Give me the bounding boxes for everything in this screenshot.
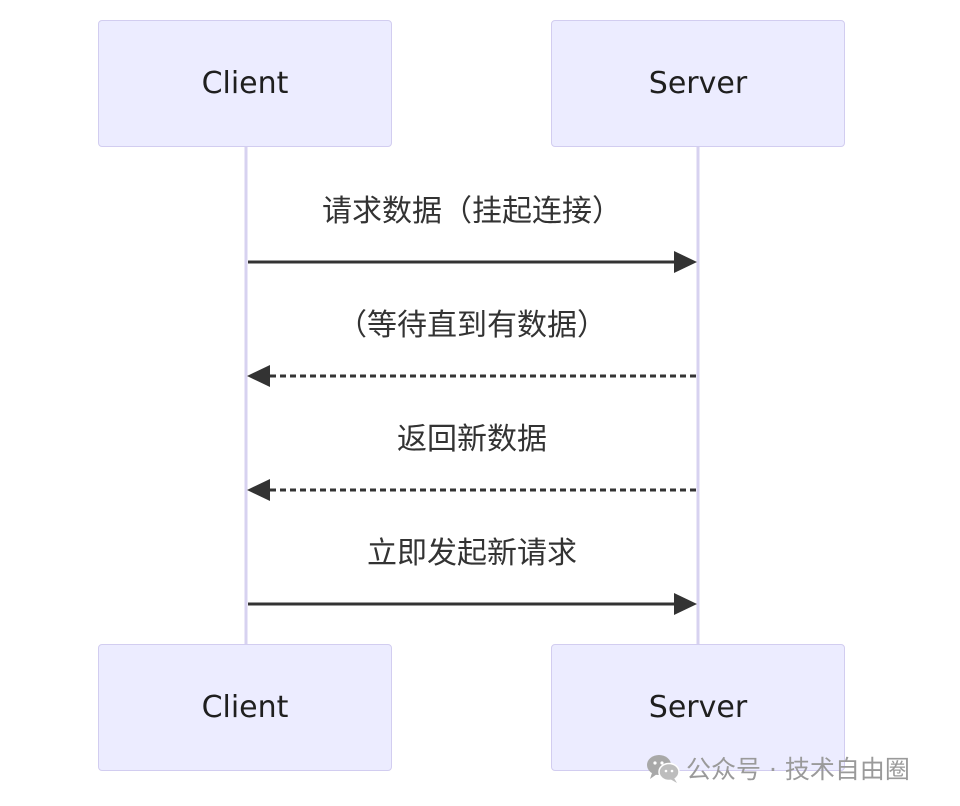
client-actor-top: Client [98,20,392,147]
new-request-label: 立即发起新请求 [367,536,577,571]
server-actor-bottom: Server [551,644,845,771]
wechat-icon [646,751,680,785]
new-request-arrowhead [674,593,697,615]
client-actor-bottom: Client [98,644,392,771]
wait-label: （等待直到有数据） [337,308,607,343]
response-arrowhead [247,479,270,501]
client-actor-top-label: Client [201,66,289,101]
response-label: 返回新数据 [397,422,547,457]
request-label: 请求数据（挂起连接） [322,194,622,229]
watermark-text: 公众号 · 技术自由圈 [686,755,910,784]
watermark: 公众号 · 技术自由圈 [646,748,910,788]
request-arrowhead [674,251,697,273]
server-actor-top-label: Server [648,66,748,101]
server-actor-bottom-label: Server [648,690,748,725]
server-actor-top: Server [551,20,845,147]
client-actor-bottom-label: Client [201,690,289,725]
wait-arrowhead [247,365,270,387]
